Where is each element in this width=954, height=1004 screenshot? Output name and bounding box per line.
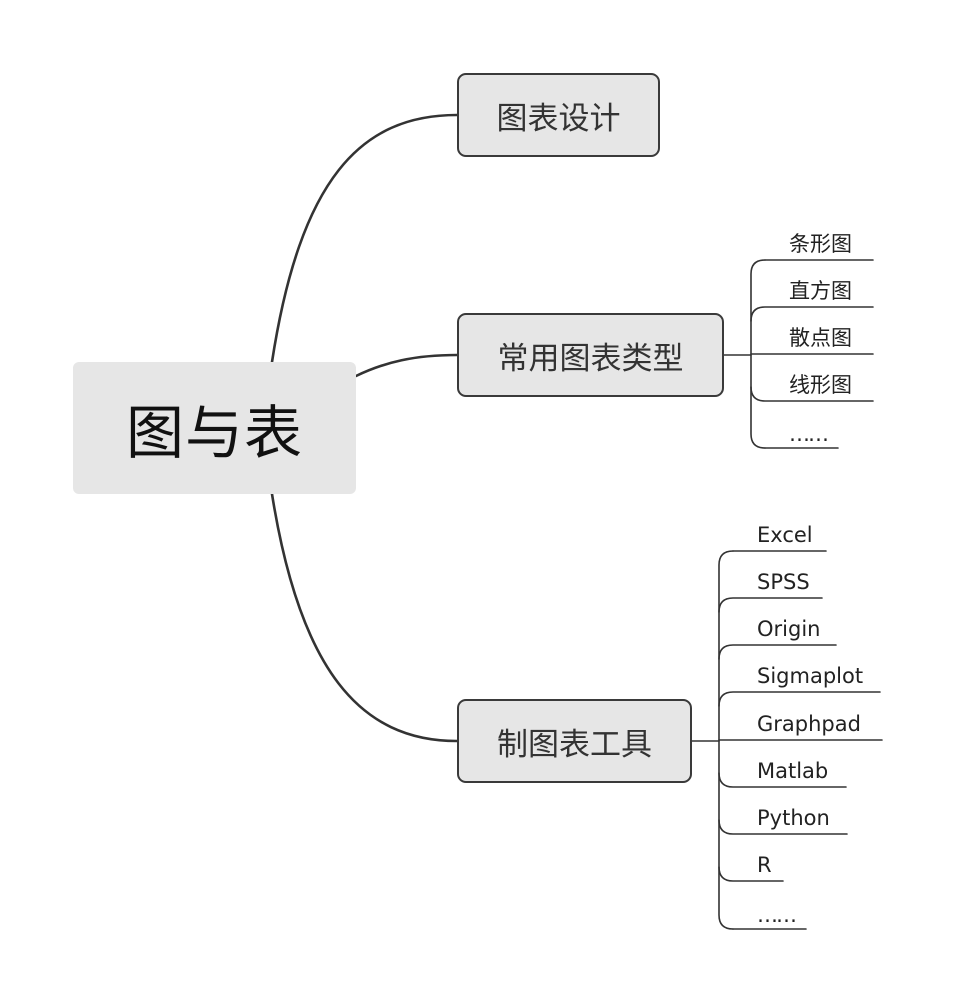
tools-leaf-connectors [691,550,883,930]
branch-node-chart-design[interactable]: 图表设计 [457,73,660,157]
leaf-bar-chart[interactable]: 条形图 [789,232,852,256]
connector-root-to-types [354,353,459,378]
connector-root-to-tools [270,492,459,743]
leaf-sigmaplot[interactable]: Sigmaplot [757,664,864,688]
leaf-more-tools[interactable]: …… [757,903,797,927]
types-leaf-connectors [723,259,874,449]
leaf-spss[interactable]: SPSS [757,570,810,594]
leaf-python[interactable]: Python [757,806,830,830]
leaf-more-types[interactable]: …… [789,422,829,446]
leaf-excel[interactable]: Excel [757,523,813,547]
leaf-r[interactable]: R [757,853,772,877]
branch-node-chart-tools[interactable]: 制图表工具 [457,699,692,783]
connector-root-to-design [270,113,459,364]
leaf-scatter-plot[interactable]: 散点图 [789,326,852,350]
leaf-histogram[interactable]: 直方图 [789,279,852,303]
leaf-line-chart[interactable]: 线形图 [789,373,852,397]
branch-node-chart-types[interactable]: 常用图表类型 [457,313,724,397]
leaf-origin[interactable]: Origin [757,617,821,641]
leaf-graphpad[interactable]: Graphpad [757,712,861,736]
root-node[interactable]: 图与表 [73,362,356,494]
leaf-matlab[interactable]: Matlab [757,759,829,783]
